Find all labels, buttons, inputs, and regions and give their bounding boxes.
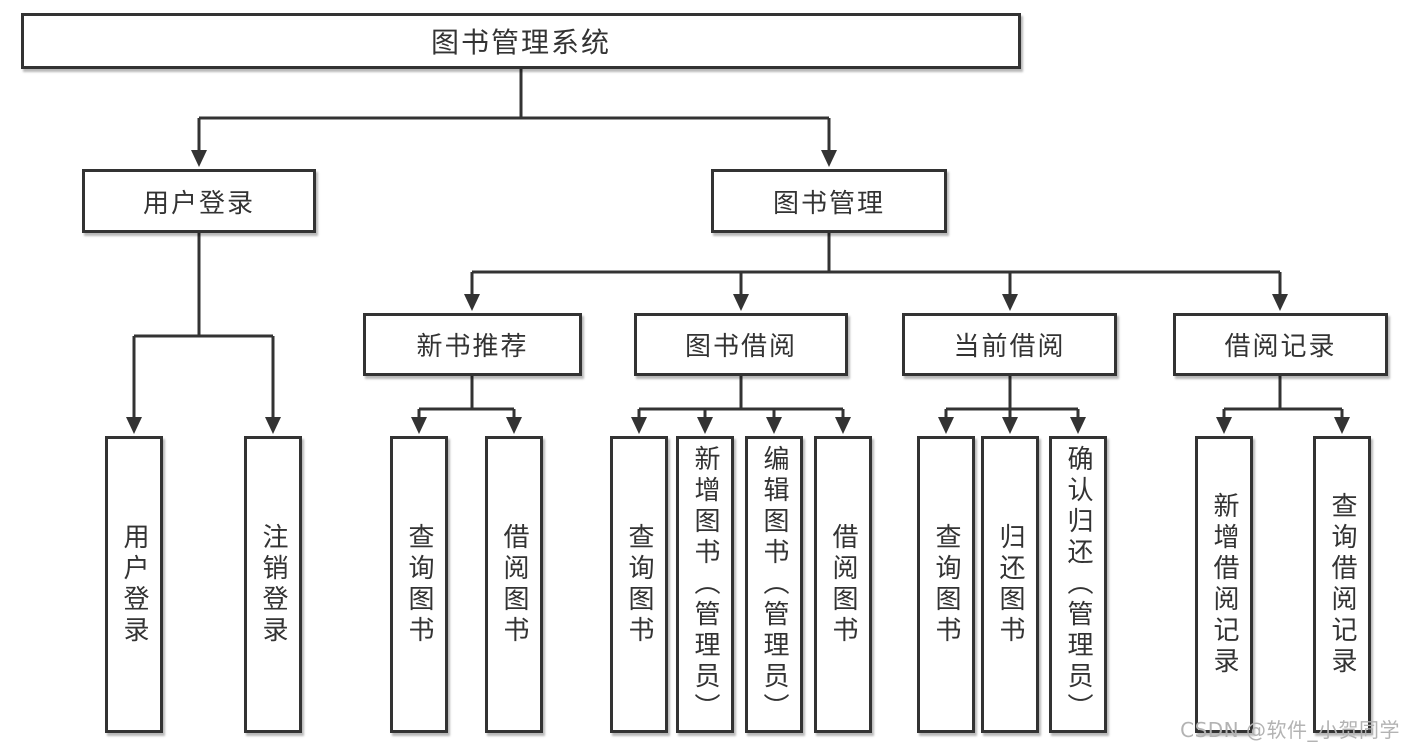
node-label: 确认归还（管理员） bbox=[1063, 445, 1093, 724]
node-label: 借阅记录 bbox=[1224, 332, 1337, 362]
node-current-borrowing: 当前借阅 bbox=[902, 313, 1117, 376]
node-book-management: 图书管理 bbox=[711, 169, 947, 233]
leaf-borrow-books-borrowing: 借阅图书 bbox=[814, 436, 872, 733]
csdn-watermark: CSDN @软件_小贺同学 bbox=[1180, 718, 1400, 742]
node-label: 新书推荐 bbox=[416, 332, 529, 362]
arrowhead bbox=[1070, 417, 1086, 434]
connector-user-login-children bbox=[126, 233, 281, 434]
connector-book-borrow-children bbox=[631, 376, 851, 434]
leaf-query-books-recommend: 查询图书 bbox=[390, 436, 448, 733]
leaf-query-books-current: 查询图书 bbox=[917, 436, 975, 733]
node-label: 注销登录 bbox=[258, 522, 288, 647]
arrowhead bbox=[411, 417, 427, 434]
node-label: 图书管理系统 bbox=[430, 26, 611, 59]
node-label: 新增图书（管理员） bbox=[690, 445, 720, 724]
arrowhead bbox=[631, 417, 647, 434]
node-label: 当前借阅 bbox=[953, 332, 1066, 362]
arrowhead bbox=[1216, 417, 1232, 434]
connector-root-to-level2 bbox=[191, 69, 837, 167]
arrowhead bbox=[1272, 294, 1288, 311]
node-label: 查询图书 bbox=[404, 522, 434, 647]
arrowhead bbox=[938, 417, 954, 434]
node-label: 用户登录 bbox=[119, 522, 149, 647]
node-label: 查询图书 bbox=[931, 522, 961, 647]
connector-borrow-records-children bbox=[1216, 376, 1350, 434]
leaf-logout-login: 注销登录 bbox=[244, 436, 302, 733]
arrowhead bbox=[265, 417, 281, 434]
node-label: 查询图书 bbox=[624, 522, 654, 647]
node-label: 借阅图书 bbox=[828, 522, 858, 647]
arrowhead bbox=[835, 417, 851, 434]
connector-current-borrow-children bbox=[938, 376, 1086, 434]
node-label: 借阅图书 bbox=[499, 522, 529, 647]
leaf-confirm-return-admin: 确认归还（管理员） bbox=[1049, 436, 1107, 733]
node-label: 图书借阅 bbox=[684, 332, 797, 362]
leaf-borrow-books-recommend: 借阅图书 bbox=[485, 436, 543, 733]
arrowhead bbox=[1002, 294, 1018, 311]
arrowhead bbox=[464, 294, 480, 311]
arrowhead bbox=[766, 417, 782, 434]
leaf-query-borrow-record: 查询借阅记录 bbox=[1313, 436, 1371, 733]
arrowhead bbox=[1334, 417, 1350, 434]
node-library-management-system: 图书管理系统 bbox=[21, 13, 1021, 69]
connector-book-management-children bbox=[464, 233, 1288, 311]
node-book-borrowing: 图书借阅 bbox=[634, 313, 848, 376]
arrowhead bbox=[733, 294, 749, 311]
arrowhead bbox=[821, 150, 837, 167]
node-label: 新增借阅记录 bbox=[1209, 491, 1239, 678]
node-label: 查询借阅记录 bbox=[1327, 491, 1357, 678]
arrowhead bbox=[506, 417, 522, 434]
node-new-book-recommendation: 新书推荐 bbox=[363, 313, 582, 376]
node-label: 图书管理 bbox=[772, 188, 885, 219]
node-borrowing-records: 借阅记录 bbox=[1173, 313, 1388, 376]
node-label: 编辑图书（管理员） bbox=[759, 445, 789, 724]
node-label: 用户登录 bbox=[142, 188, 255, 219]
leaf-add-books-admin: 新增图书（管理员） bbox=[676, 436, 734, 733]
arrowhead bbox=[1002, 417, 1018, 434]
leaf-query-books-borrowing: 查询图书 bbox=[610, 436, 668, 733]
leaf-add-borrow-record: 新增借阅记录 bbox=[1195, 436, 1253, 733]
node-label: 归还图书 bbox=[995, 522, 1025, 647]
arrowhead bbox=[191, 150, 207, 167]
leaf-return-books: 归还图书 bbox=[981, 436, 1039, 733]
arrowhead bbox=[126, 417, 142, 434]
arrowhead bbox=[697, 417, 713, 434]
leaf-user-login: 用户登录 bbox=[105, 436, 163, 733]
leaf-edit-books-admin: 编辑图书（管理员） bbox=[745, 436, 803, 733]
node-user-login: 用户登录 bbox=[82, 169, 316, 233]
connector-new-book-children bbox=[411, 376, 522, 434]
